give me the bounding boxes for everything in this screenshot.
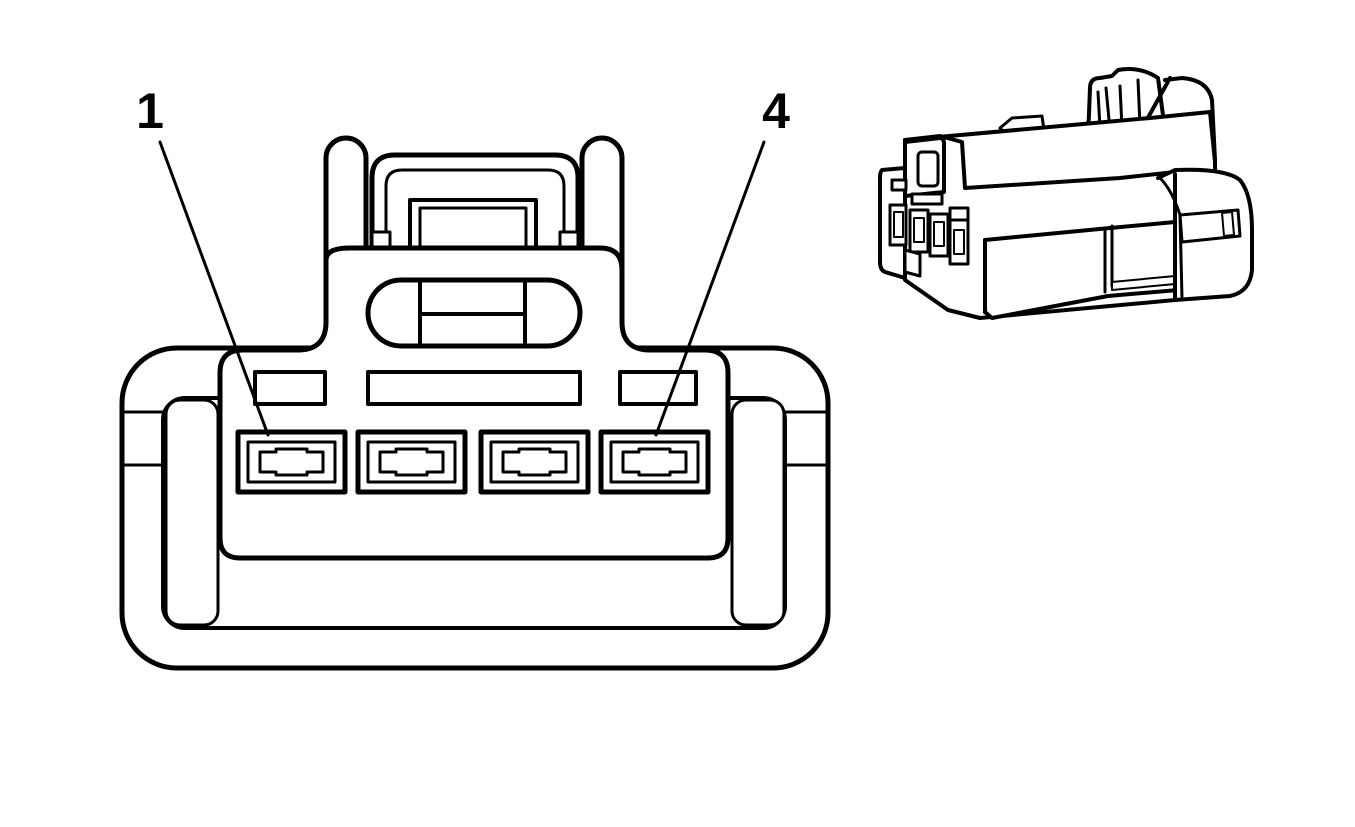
leader-line-pin-4 xyxy=(654,140,766,437)
pin-cavity-1 xyxy=(235,429,348,495)
leader-line-pin-1 xyxy=(158,140,270,437)
pin-label-1: 1 xyxy=(136,83,164,139)
pin-cavity-4 xyxy=(598,429,711,495)
key-slot-right xyxy=(618,370,698,406)
connector-isometric-view xyxy=(878,67,1254,320)
connector-front-view xyxy=(119,135,831,671)
right-guide-rail xyxy=(730,398,786,627)
pin-cavity-2 xyxy=(355,429,468,495)
key-slot-center xyxy=(366,370,582,406)
pin-cavity-3 xyxy=(478,429,591,495)
key-slot-left xyxy=(253,370,327,406)
pin-label-4: 4 xyxy=(762,83,790,139)
left-guide-rail xyxy=(164,398,220,627)
